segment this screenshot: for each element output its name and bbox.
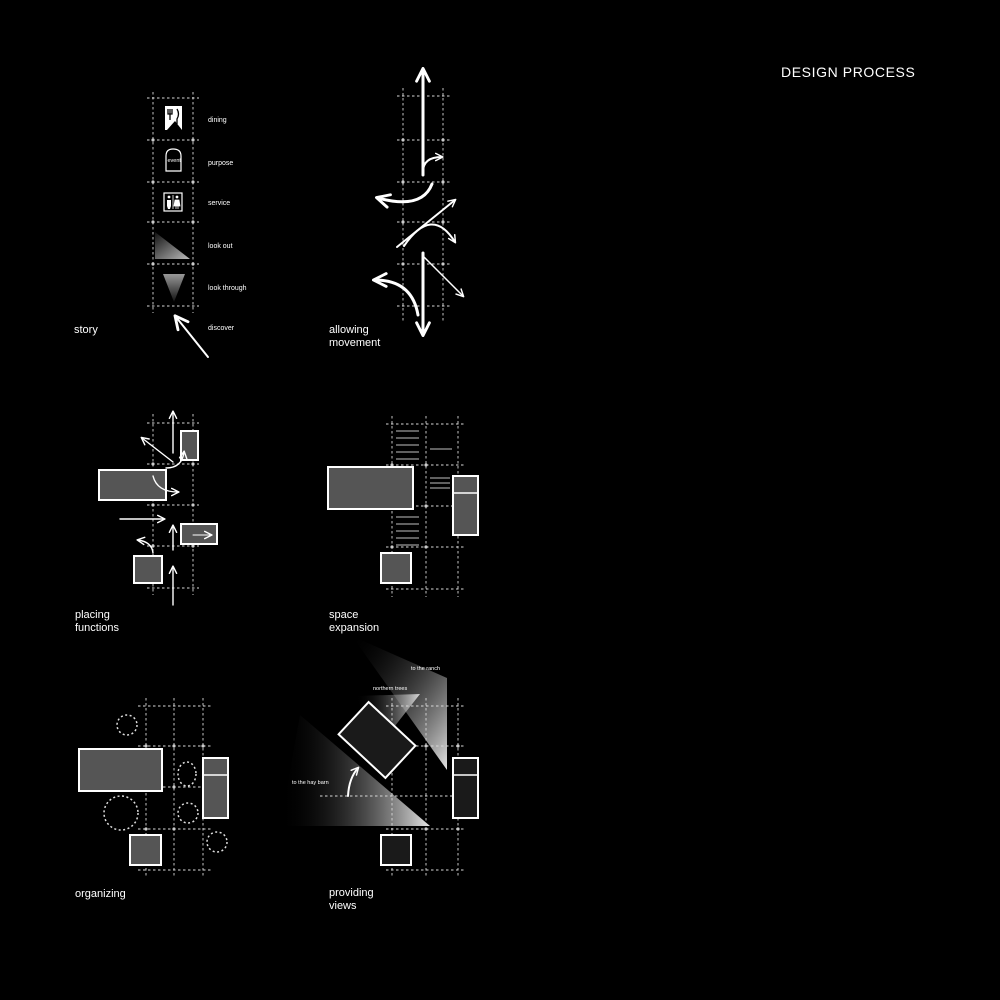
expansion-block-square — [380, 552, 412, 584]
movement-arrow-diagonal-up — [396, 198, 457, 248]
movement-arrow-diagonal-down — [422, 255, 465, 298]
views-arrow-turn — [347, 766, 360, 797]
function-block-small — [180, 523, 218, 545]
organizing-block-tall — [202, 757, 229, 819]
expansion-lines — [396, 430, 452, 546]
functions-arrow-turn-3 — [136, 536, 154, 554]
movement-arrow-turn — [422, 152, 444, 173]
story-grid — [147, 92, 199, 313]
views-block-tall — [452, 757, 479, 819]
page-title: DESIGN PROCESS — [781, 64, 916, 80]
movement-label: allowing movement — [329, 324, 381, 349]
movement-arrow-curve-left-2 — [371, 272, 420, 317]
movement-panel — [371, 66, 465, 338]
views-annotation-ranch: to the ranch — [411, 666, 440, 672]
movement-arrow-curve-right — [403, 223, 457, 247]
organizing-block-square — [129, 834, 162, 866]
story-item-look-through: look through — [208, 285, 247, 292]
expansion-block-large — [327, 466, 414, 510]
functions-label: placing functions — [75, 609, 120, 634]
purpose-icon-text: event — [168, 158, 182, 164]
views-grid — [320, 698, 464, 877]
organizing-block-large — [78, 748, 163, 792]
organizing-label: organizing — [75, 888, 126, 900]
views-label: providing views — [329, 887, 374, 912]
functions-arrow-turn-1 — [165, 450, 188, 469]
movement-arrow-curve-left — [375, 182, 434, 209]
expansion-label: space expansion — [329, 609, 380, 634]
expansion-block-tall — [452, 475, 479, 536]
story-label: story — [74, 324, 98, 336]
organizing-dashed-circles — [103, 714, 228, 853]
story-item-discover: discover — [208, 325, 235, 332]
functions-panel — [98, 410, 218, 606]
functions-arrow-diag — [140, 436, 174, 463]
organizing-panel — [78, 698, 229, 877]
discover-arrow — [173, 314, 209, 358]
expansion-panel — [327, 416, 479, 597]
views-annotation-trees: northern trees — [373, 686, 407, 692]
views-block-rotated — [337, 700, 417, 780]
story-item-purpose: purpose — [208, 160, 233, 167]
views-panel: to the ranch northern trees to the hay b… — [280, 636, 479, 877]
function-block-large — [98, 469, 167, 501]
views-block-square — [380, 834, 412, 866]
views-annotation-hay-barn: to the hay barn — [292, 780, 329, 786]
look-through-shape — [163, 274, 185, 302]
function-block-square — [133, 555, 163, 584]
story-item-dining: dining — [208, 117, 227, 124]
restroom-icon — [163, 192, 183, 212]
purpose-icon: event — [165, 148, 182, 172]
story-panel: event dining purpose service look out lo… — [147, 92, 247, 358]
dining-icon — [165, 106, 182, 130]
story-item-look-out: look out — [208, 243, 233, 250]
functions-arrow-turn-2 — [152, 475, 180, 497]
look-out-shape — [155, 232, 190, 259]
story-item-service: service — [208, 200, 230, 207]
